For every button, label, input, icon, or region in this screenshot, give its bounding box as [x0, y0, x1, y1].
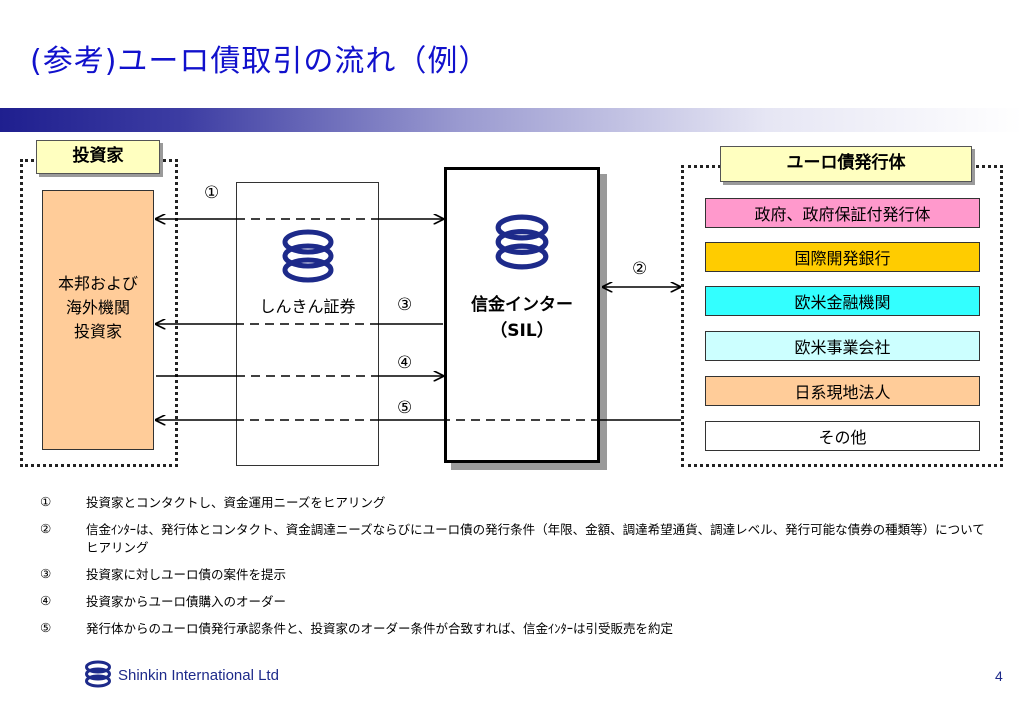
- sil-abbreviation: （SIL）: [490, 321, 554, 341]
- investor-tag: 投資家: [36, 140, 160, 174]
- shinkin-logo-icon: [282, 229, 334, 283]
- title-gradient-bar: [0, 108, 1023, 132]
- issuer-item: その他: [705, 421, 980, 451]
- investor-box: [42, 190, 154, 450]
- note-text: 投資家とコンタクトし、資金運用ニーズをヒアリング: [86, 495, 386, 510]
- issuer-item: 国際開発銀行: [705, 242, 980, 272]
- page-number: 4: [995, 668, 1003, 684]
- note-item: ② 信金ｲﾝﾀｰは、発行体とコンタクト、資金調達ニーズならびにユーロ債の発行条件…: [40, 521, 1000, 557]
- note-item: ④ 投資家からユーロ債購入のオーダー: [40, 593, 1000, 611]
- note-number: ③: [40, 566, 52, 581]
- investor-line-1: 本邦および: [57, 274, 138, 293]
- note-item: ③ 投資家に対しユーロ債の案件を提示: [40, 566, 1000, 584]
- note-item: ① 投資家とコンタクトし、資金運用ニーズをヒアリング: [40, 494, 1000, 512]
- issuer-tag: ユーロ債発行体: [720, 146, 972, 182]
- shinkin-securities-label: しんきん証券: [259, 297, 356, 316]
- note-number: ⑤: [40, 620, 52, 635]
- note-text: 投資家からユーロ債購入のオーダー: [86, 594, 287, 609]
- note-text: 投資家に対しユーロ債の案件を提示: [86, 567, 287, 582]
- flow-marker-2: ②: [632, 259, 648, 279]
- sil-box: [444, 167, 600, 463]
- investor-label: 本邦および 海外機関 投資家: [42, 272, 154, 344]
- flow-marker-1: ①: [204, 183, 220, 203]
- flow-marker-5: ⑤: [397, 398, 413, 418]
- note-item: ⑤ 発行体からのユーロ債発行承認条件と、投資家のオーダー条件が合致すれば、信金ｲ…: [40, 620, 1000, 638]
- flow-marker-4: ④: [397, 353, 413, 373]
- sil-name: 信金インター: [471, 295, 573, 315]
- issuer-item: 日系現地法人: [705, 376, 980, 406]
- investor-line-2: 海外機関: [65, 298, 130, 317]
- investor-line-3: 投資家: [73, 322, 122, 341]
- note-list: ① 投資家とコンタクトし、資金運用ニーズをヒアリング ② 信金ｲﾝﾀｰは、発行体…: [40, 494, 1000, 638]
- note-text: 信金ｲﾝﾀｰは、発行体とコンタクト、資金調達ニーズならびにユーロ債の発行条件（年…: [86, 522, 985, 555]
- footer-company-name: Shinkin International Ltd: [118, 667, 279, 684]
- footer-logo-icon: [85, 660, 111, 688]
- flow-marker-3: ③: [397, 295, 413, 315]
- issuer-item: 政府、政府保証付発行体: [705, 198, 980, 228]
- note-number: ②: [40, 521, 52, 536]
- sil-logo-icon: [495, 214, 549, 270]
- page-title: (参考)ユーロ債取引の流れ（例）: [30, 44, 490, 79]
- note-text: 発行体からのユーロ債発行承認条件と、投資家のオーダー条件が合致すれば、信金ｲﾝﾀ…: [86, 621, 674, 636]
- issuer-item: 欧米金融機関: [705, 286, 980, 316]
- note-number: ④: [40, 593, 52, 608]
- shinkin-securities-box: [236, 182, 379, 466]
- note-number: ①: [40, 494, 52, 509]
- issuer-item: 欧米事業会社: [705, 331, 980, 361]
